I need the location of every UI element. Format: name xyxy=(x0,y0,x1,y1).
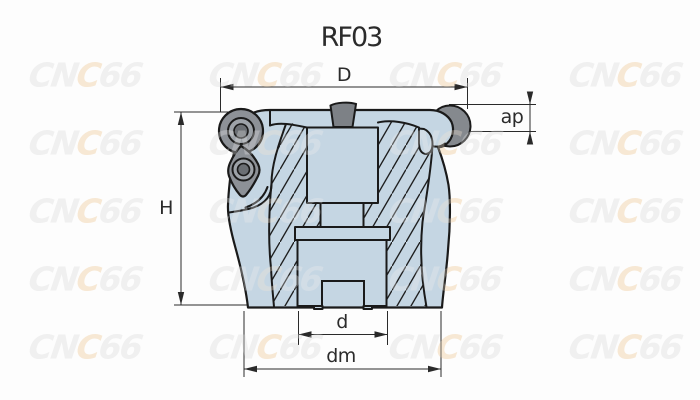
dimension-H: H xyxy=(159,111,256,306)
round-insert-top-screw-hole xyxy=(233,123,249,139)
dimension-dm: dm xyxy=(243,311,442,377)
left-insert-assembly xyxy=(217,107,265,198)
arrowhead-left xyxy=(220,83,234,91)
hatch-boundary-right xyxy=(420,144,434,308)
dimension-ap: ap xyxy=(449,91,536,145)
arrowhead-right xyxy=(374,331,388,338)
right-pocket-connector xyxy=(431,142,446,148)
section-hatch-right xyxy=(363,121,433,306)
right-insert-pocket xyxy=(418,127,434,155)
counterbore-cavity xyxy=(306,126,379,204)
arrowhead-right xyxy=(428,365,441,373)
arrowhead-bottom xyxy=(177,292,185,305)
clamp-wedge xyxy=(329,101,358,128)
bottom-foot-right xyxy=(362,305,373,310)
top-face-contour-right xyxy=(377,120,420,129)
arrowhead-left xyxy=(244,365,257,373)
arrowhead-right xyxy=(454,83,468,91)
drive-slot xyxy=(321,280,365,307)
dimension-D: D xyxy=(220,64,468,112)
bottom-foot-left xyxy=(313,305,324,310)
hatch-boundary-left xyxy=(268,182,275,308)
arrowhead-down xyxy=(526,91,534,105)
top-face-contour-left xyxy=(269,122,308,129)
section-hatch-left xyxy=(269,123,321,306)
chip-pocket-curve xyxy=(228,123,287,214)
dimension-label-D: D xyxy=(337,64,351,86)
pocket-lip-curve xyxy=(244,186,269,209)
round-insert-lower-screw-hole xyxy=(236,162,251,177)
dimension-label-ap: ap xyxy=(501,106,524,128)
dimension-d: d xyxy=(298,311,388,345)
arrowhead-top xyxy=(177,112,185,125)
bore-flange xyxy=(294,226,391,241)
arrowhead-up xyxy=(526,131,534,145)
arrowhead-left xyxy=(298,331,312,338)
dimension-label-H: H xyxy=(159,197,173,219)
dimension-label-dm: dm xyxy=(326,345,356,367)
dimension-label-d: d xyxy=(336,311,348,333)
drawing-title: RF03 xyxy=(321,22,382,53)
